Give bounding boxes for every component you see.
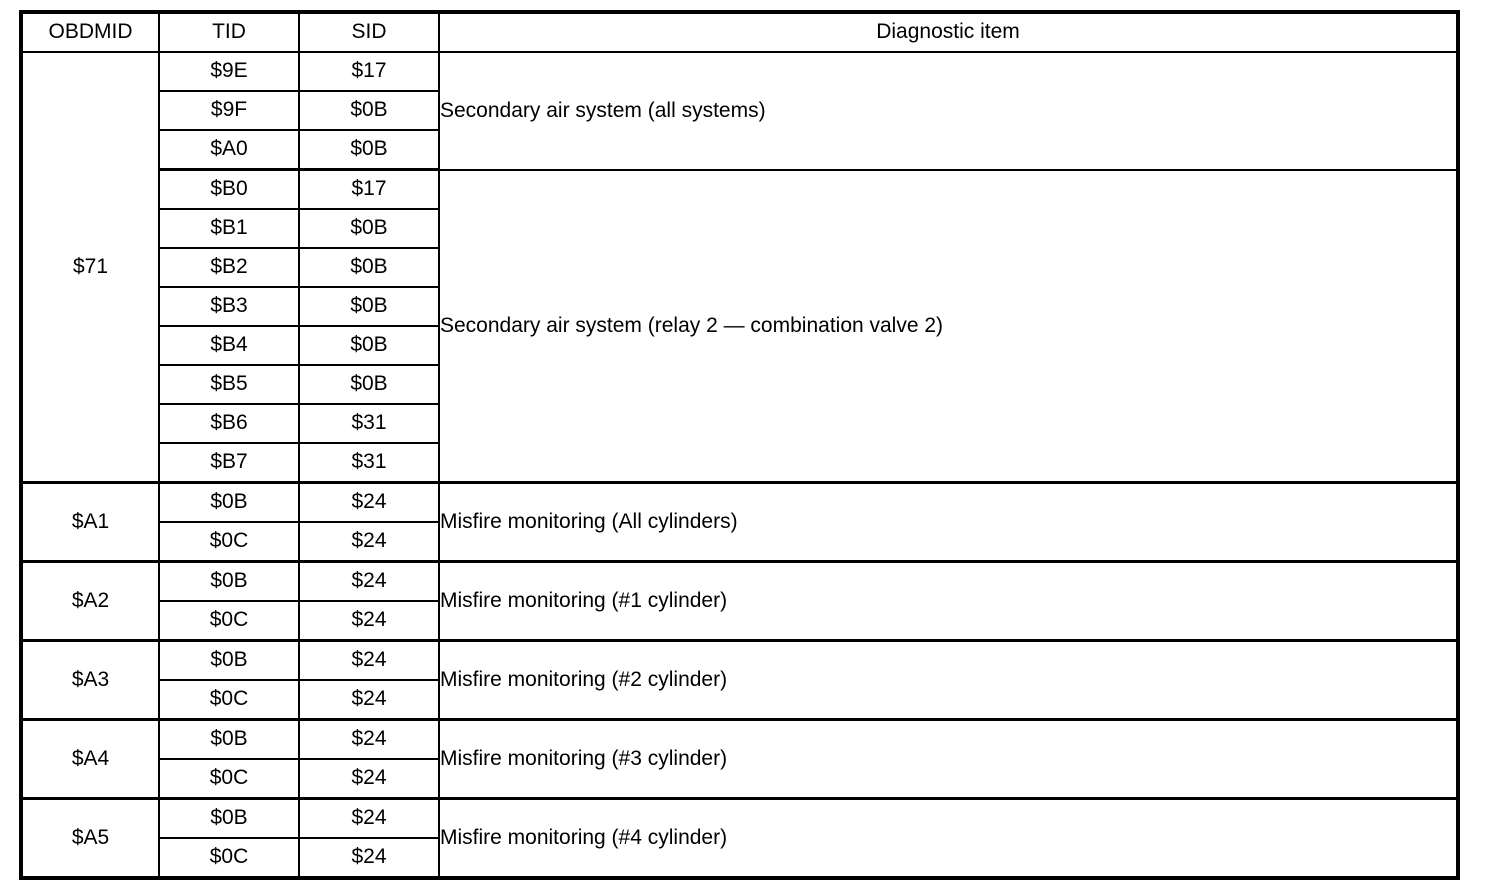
cell-sid: $24: [298, 837, 440, 879]
table-row: $B6$31: [21, 403, 1458, 444]
cell-obdmid: $A2: [20, 560, 160, 642]
table-row: $0C$24: [21, 521, 1458, 563]
cell-tid: $0B: [158, 560, 300, 602]
cell-tid: $0C: [158, 521, 300, 563]
cell-sid: $24: [298, 639, 440, 681]
table-header-row: OBDMID TID SID Diagnostic item: [20, 11, 1459, 53]
cell-sid: $0B: [298, 247, 440, 288]
cell-sid: $31: [298, 403, 440, 444]
cell-tid: $0B: [158, 639, 300, 681]
table-row: $B4$0B: [21, 325, 1458, 366]
column-header-obdmid: OBDMID: [20, 11, 160, 53]
cell-tid: $B4: [158, 325, 300, 366]
column-header-diagnostic-item: Diagnostic item: [438, 11, 1459, 53]
table-row: $B1$0B: [21, 208, 1458, 249]
cell-sid: $24: [298, 560, 440, 602]
cell-sid: $24: [298, 718, 440, 760]
cell-sid: $24: [298, 797, 440, 839]
table-header: OBDMID TID SID Diagnostic item: [20, 11, 1459, 53]
cell-tid: $A0: [158, 129, 300, 171]
diagnostic-spec-table-container: OBDMID TID SID Diagnostic item $71$9E$17…: [19, 10, 1460, 880]
cell-tid: $B3: [158, 286, 300, 327]
cell-tid: $0C: [158, 679, 300, 721]
cell-tid: $B0: [158, 168, 300, 210]
cell-obdmid: $71: [20, 51, 160, 484]
cell-sid: $24: [298, 600, 440, 642]
cell-sid: $24: [298, 521, 440, 563]
cell-sid: $24: [298, 481, 440, 523]
cell-sid: $24: [298, 679, 440, 721]
diagnostic-spec-table: OBDMID TID SID Diagnostic item $71$9E$17…: [19, 10, 1460, 880]
cell-sid: $0B: [298, 364, 440, 405]
cell-diagnostic-item: Misfire monitoring (#4 cylinder): [438, 797, 1459, 879]
cell-diagnostic-item: Misfire monitoring (#3 cylinder): [438, 718, 1459, 800]
cell-diagnostic-item: Misfire monitoring (#1 cylinder): [438, 560, 1459, 642]
table-row: $0C$24: [21, 600, 1458, 642]
cell-diagnostic-item: Misfire monitoring (#2 cylinder): [438, 639, 1459, 721]
table-row: $0C$24: [21, 758, 1458, 800]
table-row: $0C$24: [21, 679, 1458, 721]
cell-sid: $17: [298, 168, 440, 210]
cell-tid: $B7: [158, 442, 300, 484]
column-header-tid: TID: [158, 11, 300, 53]
table-row: $B5$0B: [21, 364, 1458, 405]
cell-sid: $0B: [298, 208, 440, 249]
cell-tid: $B5: [158, 364, 300, 405]
cell-tid: $0B: [158, 797, 300, 839]
cell-tid: $0C: [158, 600, 300, 642]
table-row: $A0$0B: [21, 129, 1458, 171]
cell-obdmid: $A3: [20, 639, 160, 721]
cell-tid: $9E: [158, 51, 300, 92]
cell-tid: $0C: [158, 758, 300, 800]
cell-diagnostic-item: Secondary air system (all systems): [438, 51, 1459, 171]
cell-diagnostic-item: Secondary air system (relay 2 — combinat…: [438, 168, 1459, 484]
cell-tid: $0C: [158, 837, 300, 879]
cell-sid: $0B: [298, 90, 440, 131]
table-row: $B2$0B: [21, 247, 1458, 288]
cell-tid: $B6: [158, 403, 300, 444]
cell-sid: $0B: [298, 129, 440, 171]
cell-obdmid: $A1: [20, 481, 160, 563]
cell-obdmid: $A5: [20, 797, 160, 879]
cell-tid: $B1: [158, 208, 300, 249]
cell-sid: $31: [298, 442, 440, 484]
table-row: $B7$31: [21, 442, 1458, 484]
cell-diagnostic-item: Misfire monitoring (All cylinders): [438, 481, 1459, 563]
cell-sid: $0B: [298, 325, 440, 366]
cell-obdmid: $A4: [20, 718, 160, 800]
cell-tid: $B2: [158, 247, 300, 288]
cell-sid: $17: [298, 51, 440, 92]
table-row: $B3$0B: [21, 286, 1458, 327]
table-row: $9F$0B: [21, 90, 1458, 131]
cell-tid: $0B: [158, 718, 300, 760]
column-header-sid: SID: [298, 11, 440, 53]
cell-sid: $24: [298, 758, 440, 800]
cell-tid: $9F: [158, 90, 300, 131]
cell-sid: $0B: [298, 286, 440, 327]
cell-tid: $0B: [158, 481, 300, 523]
